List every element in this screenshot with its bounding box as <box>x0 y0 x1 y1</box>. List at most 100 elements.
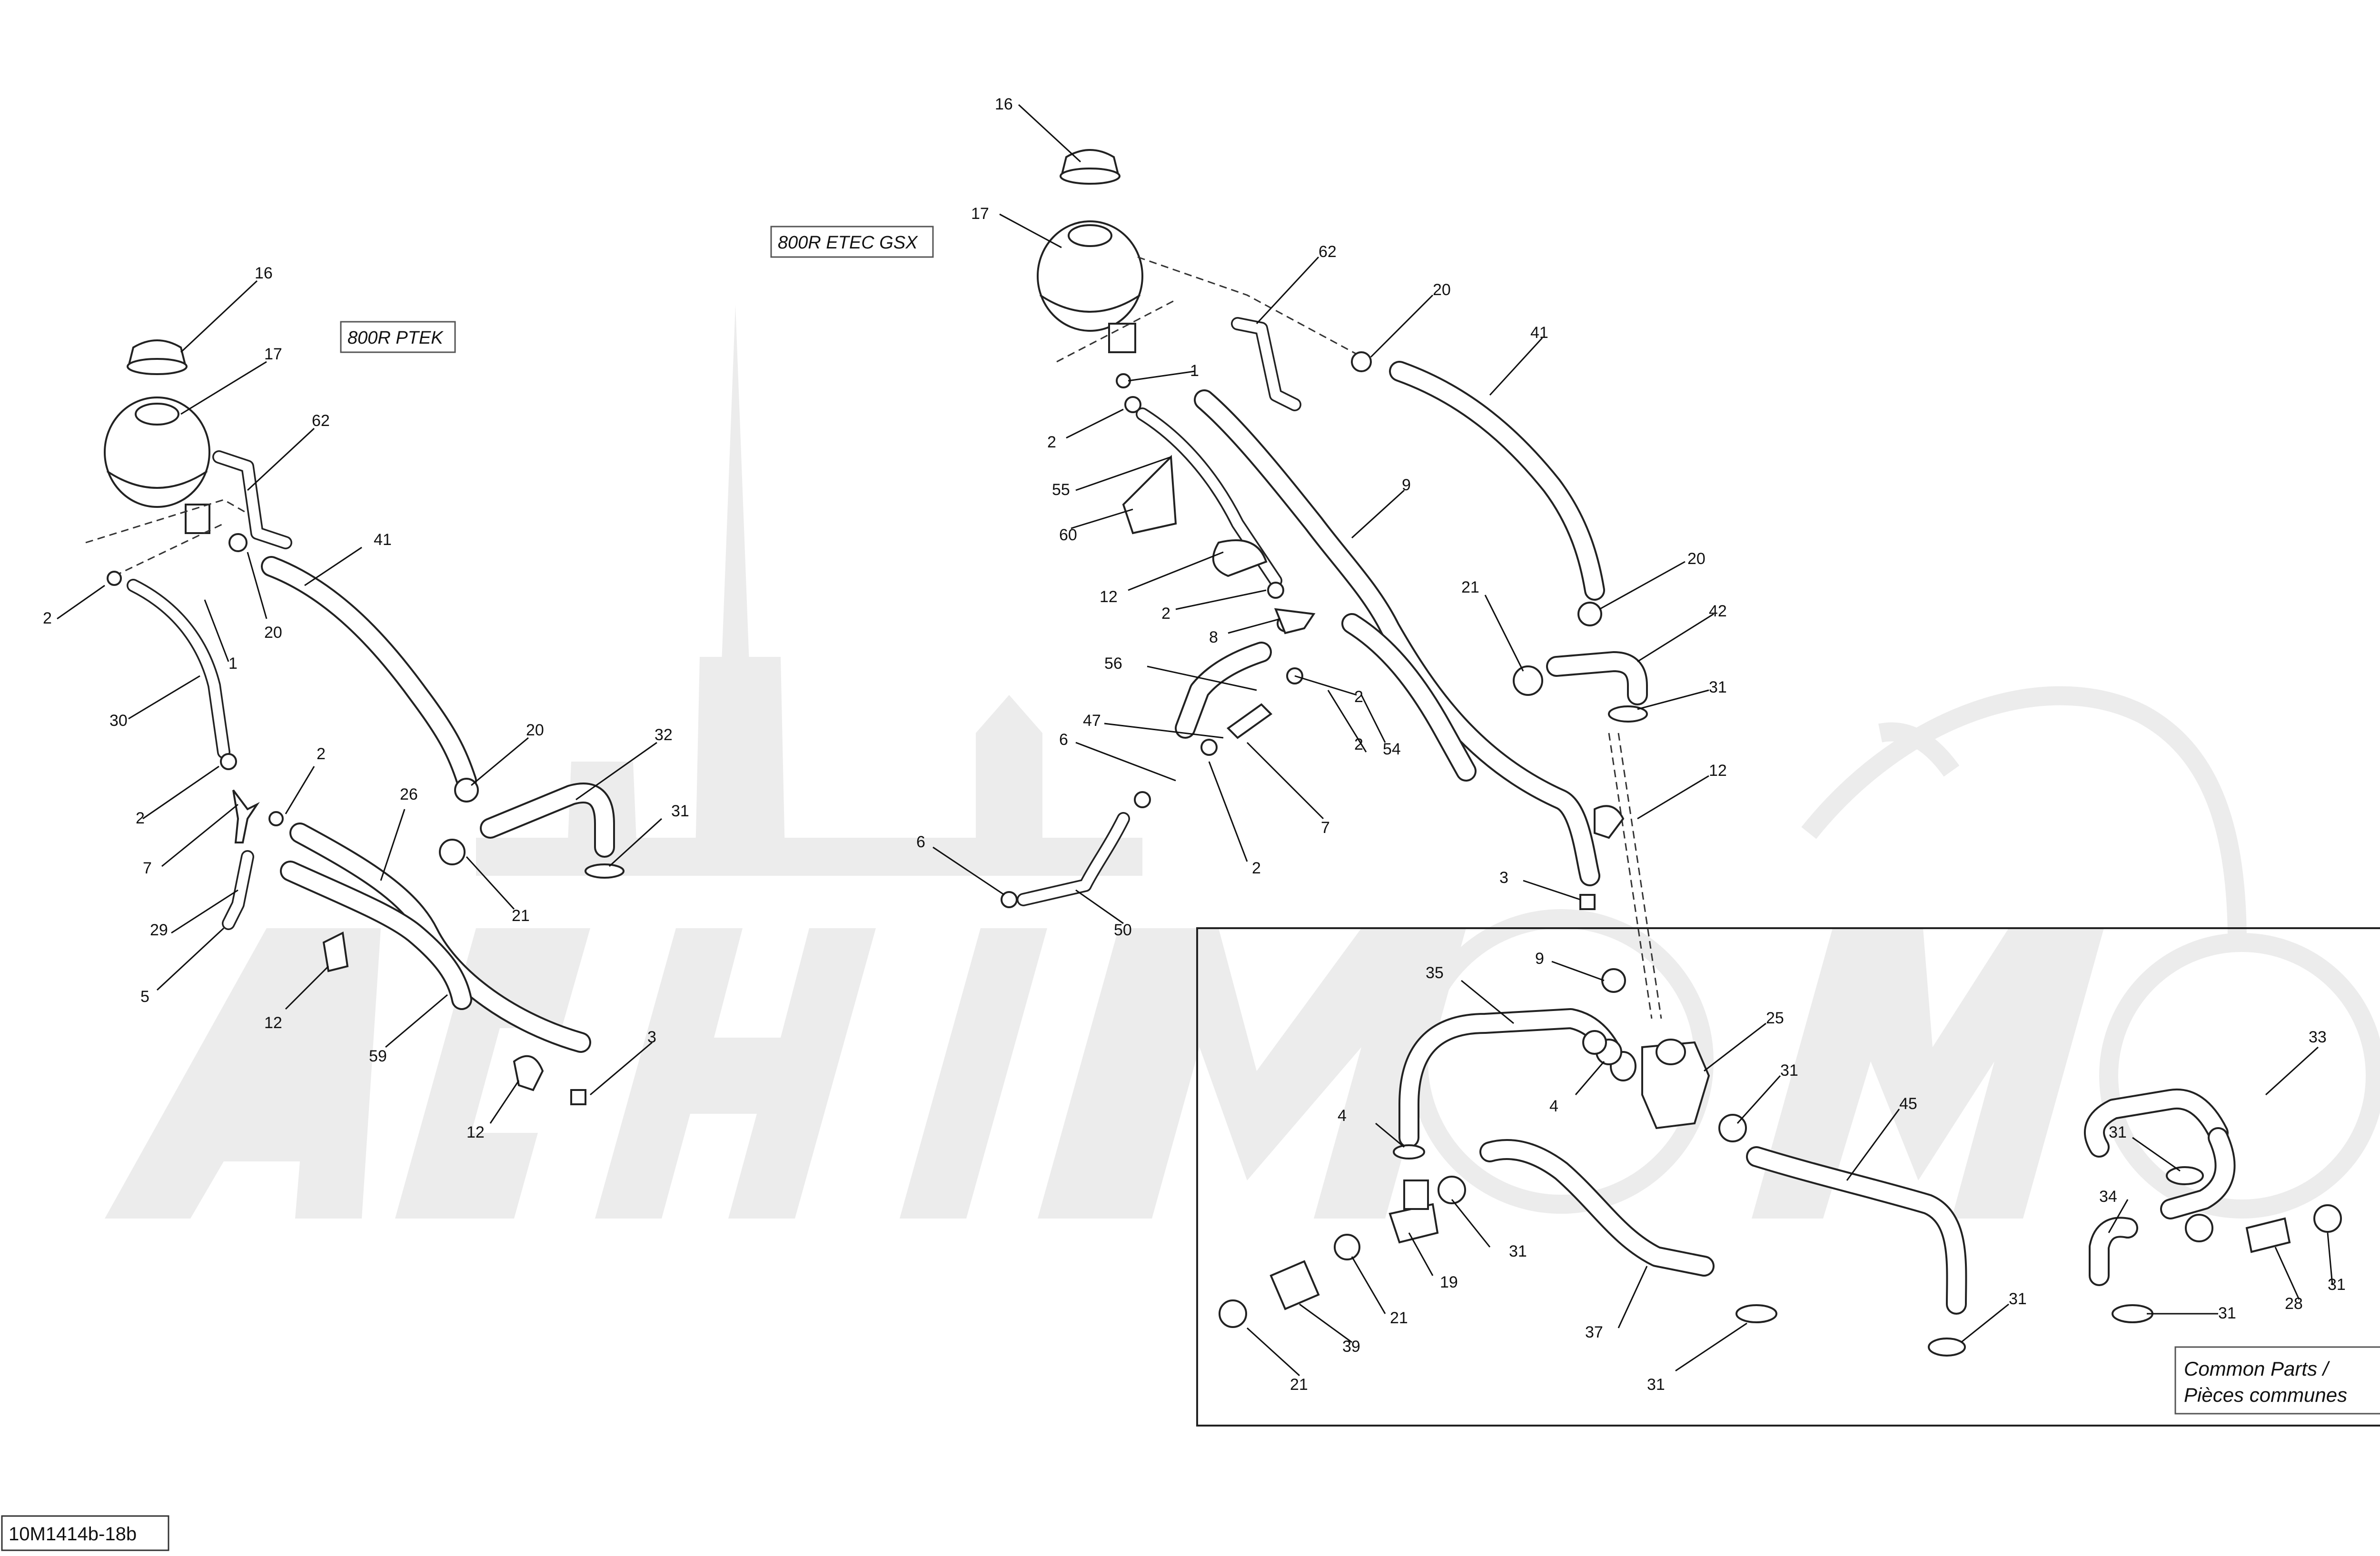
callout-19: 19 <box>1440 1273 1458 1291</box>
ptek-clamp <box>585 863 625 879</box>
callout-4: 4 <box>1338 1107 1347 1125</box>
callout-31: 31 <box>2009 1290 2027 1308</box>
callout-2: 2 <box>1047 433 1056 451</box>
etec-variant-box <box>770 226 934 258</box>
tee-fitting-branch <box>1403 1179 1429 1210</box>
callout-33: 33 <box>2309 1028 2327 1046</box>
callout-1: 1 <box>1190 362 1199 380</box>
callout-20: 20 <box>526 721 544 739</box>
connector <box>1269 1260 1320 1310</box>
callout-54: 54 <box>1383 740 1401 758</box>
etec-expansion-tank <box>1037 220 1143 353</box>
callout-20: 20 <box>1433 281 1451 299</box>
callout-17: 17 <box>264 345 282 363</box>
callout-7: 7 <box>143 859 152 877</box>
ptek-clamp <box>107 571 122 586</box>
callout-21: 21 <box>1461 578 1479 596</box>
callout-7: 7 <box>1321 819 1330 837</box>
callout-31: 31 <box>1709 678 1727 696</box>
etec-clamp <box>1200 739 1218 756</box>
common-parts-frame <box>1196 927 2380 1427</box>
callout-2: 2 <box>317 745 326 763</box>
common-clamps <box>1219 968 2342 1357</box>
callout-42: 42 <box>1709 602 1727 620</box>
ptek-variant-box <box>340 321 456 353</box>
thermostat-housing <box>1610 1039 1710 1130</box>
callout-2: 2 <box>1161 605 1170 623</box>
callout-28: 28 <box>2285 1295 2303 1313</box>
callout-55: 55 <box>1052 481 1070 499</box>
ptek-clamp <box>439 839 466 865</box>
callout-3: 3 <box>1499 869 1508 887</box>
callout-45: 45 <box>1899 1095 1917 1113</box>
callout-41: 41 <box>374 531 392 549</box>
callout-26: 26 <box>400 785 418 803</box>
ptek-drain-plug <box>570 1089 586 1105</box>
callout-34: 34 <box>2099 1188 2117 1206</box>
etec-belt <box>1122 455 1177 535</box>
callout-31: 31 <box>2328 1276 2346 1294</box>
callout-17: 17 <box>971 205 989 223</box>
etec-clamp <box>1351 351 1372 372</box>
etec-group: 800R ETEC GSX <box>770 95 1727 1019</box>
callout-2: 2 <box>1354 735 1363 753</box>
callout-35: 35 <box>1426 964 1444 982</box>
callout-12: 12 <box>1100 588 1118 606</box>
etec-gasket <box>1212 539 1268 577</box>
etec-tee-fitting <box>1274 608 1316 634</box>
callout-29: 29 <box>150 921 168 939</box>
ptek-clamp <box>268 811 284 826</box>
etec-clamp <box>1134 791 1151 808</box>
etec-clamp <box>1267 582 1284 599</box>
callout-39: 39 <box>1342 1338 1360 1356</box>
callout-3: 3 <box>647 1028 656 1046</box>
fitting <box>2245 1217 2291 1253</box>
callout-16: 16 <box>995 95 1013 113</box>
etec-bracket <box>1594 805 1625 839</box>
callout-8: 8 <box>1209 628 1218 646</box>
callout-2: 2 <box>1252 859 1261 877</box>
callout-21: 21 <box>1290 1376 1308 1394</box>
callout-37: 37 <box>1585 1323 1603 1341</box>
ptek-leaders <box>57 280 663 1124</box>
callout-62: 62 <box>1319 243 1337 261</box>
callout-12: 12 <box>466 1123 485 1141</box>
diagram-code-box <box>1 1515 169 1551</box>
callout-31: 31 <box>2109 1123 2127 1141</box>
etec-clamp <box>1001 891 1018 908</box>
callout-50: 50 <box>1114 921 1132 939</box>
callout-31: 31 <box>671 802 689 820</box>
etec-leaders <box>932 104 1714 924</box>
common-callout-labels: 9 35 25 4 31 4 45 33 31 31 19 21 37 34 3… <box>1290 950 2346 1394</box>
etec-clamp <box>1577 602 1602 626</box>
callout-47: 47 <box>1083 712 1101 730</box>
etec-callout-labels: 16 17 62 20 41 1 2 55 9 60 12 2 8 56 2 2… <box>916 95 1727 939</box>
ptek-expansion-tank <box>104 396 210 534</box>
etec-clamp <box>1608 705 1648 723</box>
callout-31: 31 <box>1647 1376 1665 1394</box>
callout-21: 21 <box>512 907 530 925</box>
callout-41: 41 <box>1530 324 1548 342</box>
callout-31: 31 <box>1509 1242 1527 1260</box>
callout-9: 9 <box>1535 950 1544 968</box>
common-leaders <box>1246 961 2333 1377</box>
callout-59: 59 <box>369 1047 387 1065</box>
callout-12: 12 <box>1709 762 1727 780</box>
etec-connector <box>1226 703 1273 739</box>
callout-31: 31 <box>1780 1061 1798 1080</box>
ptek-group: 800R PTEK <box>43 264 689 1141</box>
callout-2: 2 <box>136 809 145 827</box>
etec-clamp <box>1116 373 1131 388</box>
callout-16: 16 <box>255 264 273 282</box>
callout-2: 2 <box>1354 688 1363 706</box>
watermark <box>105 305 2380 1219</box>
callout-1: 1 <box>228 654 238 673</box>
callout-56: 56 <box>1104 654 1122 673</box>
callout-20: 20 <box>264 624 282 642</box>
callout-6: 6 <box>1059 731 1068 749</box>
ptek-variant-label: 800R PTEK <box>347 328 444 348</box>
callout-6: 6 <box>916 833 925 851</box>
callout-62: 62 <box>312 412 330 430</box>
callout-31: 31 <box>2218 1304 2236 1322</box>
etec-drain-plug <box>1579 894 1596 910</box>
